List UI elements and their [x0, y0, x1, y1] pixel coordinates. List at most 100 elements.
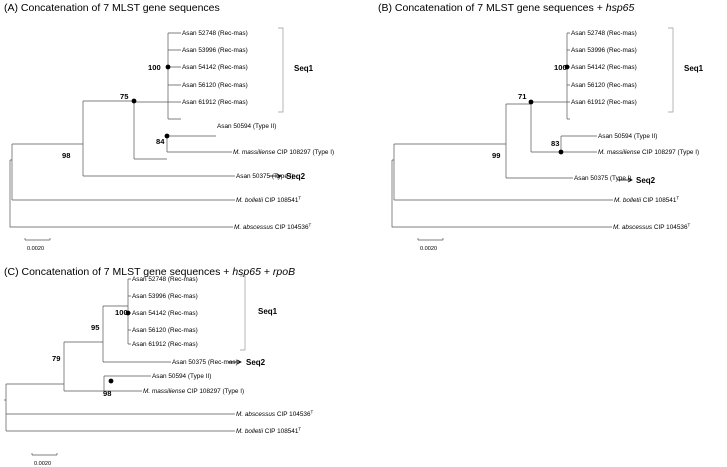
panel-c-title-join: +: [260, 266, 273, 278]
panel-b-seq1-label: Seq1: [684, 64, 704, 73]
panel-c-bootstrap-95: 95: [91, 323, 100, 332]
panel-a-leaf: Asan 50594 (Type II): [217, 123, 276, 130]
panel-a-title-text: (A) Concatenation of 7 MLST gene sequenc…: [4, 2, 220, 14]
panel-a-title: (A) Concatenation of 7 MLST gene sequenc…: [4, 2, 220, 14]
panel-c-seq1-label: Seq1: [258, 307, 278, 316]
panel-c-type-strain-sup: T: [298, 427, 301, 432]
panel-a-bootstrap-84: 84: [156, 137, 165, 146]
panel-c-species-name: M. abscessus: [236, 411, 276, 418]
panel-c-title-gene-2: rpoB: [272, 266, 296, 278]
panel-a-type-strain-sup: T: [309, 223, 312, 228]
panel-b-title-text: (B) Concatenation of 7 MLST gene sequenc…: [378, 2, 606, 14]
panel-c-bootstrap-100: 100: [115, 308, 128, 317]
panel-a-species-name: M. bolletii: [236, 197, 264, 204]
panel-a-species-name: M. massiliense: [233, 149, 276, 156]
panel-b-seq2-label: Seq2: [636, 176, 656, 185]
panel-c-leaf: Asan 50375 (Rec-mas): [172, 359, 238, 366]
panel-b-species-name: M. abscessus: [613, 224, 653, 231]
panel-a-leaf: M. abscessus CIP 104536T: [234, 223, 312, 232]
panel-c-title-text: (C) Concatenation of 7 MLST gene sequenc…: [4, 266, 233, 278]
panel-a-scale-bar: [24, 238, 51, 241]
panel-a-leaf: Asan 56120 (Rec-mas): [182, 82, 248, 89]
panel-b-bootstrap-71: 71: [518, 92, 527, 101]
panel-b-bootstrap-83: 83: [551, 139, 559, 148]
panel-a-branch: [10, 32, 235, 201]
panel-c-strain-label: CIP 108541: [263, 428, 299, 435]
panel-c-leaf: M. abscessus CIP 104536T: [236, 410, 314, 419]
panel-a-bootstrap-100: 100: [148, 63, 161, 72]
panel-b-strain-label: CIP 104536: [652, 224, 688, 231]
panel-a-strain-label: CIP 108541: [263, 197, 299, 204]
panel-a-leaf: M. massiliense CIP 108297 (Type I): [233, 149, 334, 156]
panel-a-species-name: M. abscessus: [234, 224, 274, 231]
panel-b-leaf: Asan 56120 (Rec-mas): [571, 82, 637, 89]
panel-b-leaf: M. bolletii CIP 108541T: [614, 196, 679, 205]
panel-c-node-dot: [108, 378, 114, 384]
panel-b-leaf: Asan 61912 (Rec-mas): [571, 99, 637, 106]
panel-a-bootstrap-98: 98: [62, 151, 70, 160]
panel-a-bootstrap-75: 75: [120, 92, 129, 101]
panel-b-bootstrap-99: 99: [492, 151, 500, 160]
panel-b-leaf: Asan 52748 (Rec-mas): [571, 30, 637, 37]
panel-c-leaf: Asan 54142 (Rec-mas): [132, 310, 198, 317]
panel-a-scale-label: 0.0020: [27, 246, 44, 252]
panel-c-leaf: Asan 61912 (Rec-mas): [132, 341, 198, 348]
panel-c-scale-bar: [31, 453, 58, 456]
panel-b-leaf: Asan 50375 (Type I): [574, 175, 632, 182]
panel-c-seq2-label: Seq2: [246, 358, 266, 367]
panel-a-seq2-arrowhead: [276, 173, 282, 179]
panel-c-seq1-bracket: [240, 275, 246, 351]
panel-b-strain-label: CIP 108541: [641, 197, 677, 204]
panel-c-leaf: Asan 52748 (Rec-mas): [132, 276, 198, 283]
panel-c-species-name: M. bolletii: [236, 428, 264, 435]
panel-b-bootstrap-100: 100: [554, 63, 567, 72]
panel-b-leaf: Asan 50594 (Type II): [598, 133, 657, 140]
panel-c-strain-label: CIP 104536: [275, 411, 311, 418]
panel-c-title-gene-1: hsp65: [232, 266, 261, 278]
panel-a-leaf: Asan 61912 (Rec-mas): [182, 99, 248, 106]
panel-a-branch: [9, 160, 233, 228]
panel-c-node-dot: [125, 310, 131, 316]
panel-a-node-dot: [164, 133, 170, 139]
panel-c-scale-label: 0.0020: [34, 461, 51, 467]
panel-b-leaf: Asan 53996 (Rec-mas): [571, 47, 637, 54]
panel-c-seq2-arrowhead: [236, 359, 242, 365]
panel-b-species-name: M. bolletii: [614, 197, 642, 204]
panel-a-seq1-bracket: [278, 27, 284, 113]
panel-b-node-dot: [558, 149, 564, 155]
panel-c-title: (C) Concatenation of 7 MLST gene sequenc…: [4, 266, 295, 278]
panel-b-scale-bar: [417, 238, 444, 241]
panel-b-species-name: M. massiliense: [598, 149, 641, 156]
panel-c-bootstrap-98: 98: [103, 389, 111, 398]
panel-b-seq2-arrowhead: [627, 177, 633, 183]
panel-a-strain-label: CIP 108297 (Type I): [275, 149, 334, 156]
panel-b-node-dot: [564, 64, 570, 70]
panel-c-strain-label: CIP 108297 (Type I): [185, 388, 244, 395]
panel-c-branch: [4, 278, 235, 432]
panel-a-tree: 100 75 84 98 Asan 52748 (Rec-mas) Asan 5…: [9, 27, 334, 252]
panel-a-leaf: Asan 54142 (Rec-mas): [182, 64, 248, 71]
panel-b-type-strain-sup: T: [676, 196, 679, 201]
panel-b-branch: [391, 160, 612, 228]
panel-c-type-strain-sup: T: [311, 410, 314, 415]
panel-c-leaf: M. bolletii CIP 108541T: [236, 427, 301, 436]
panel-b-leaf: Asan 54142 (Rec-mas): [571, 64, 637, 71]
panel-b-scale-label: 0.0020: [420, 246, 437, 252]
panel-c-bootstrap-79: 79: [52, 354, 60, 363]
panel-a-node-dot: [165, 64, 171, 70]
panel-b-seq1-bracket: [668, 27, 674, 113]
panel-b-leaf: M. abscessus CIP 104536T: [613, 223, 691, 232]
panel-c-leaf: Asan 56120 (Rec-mas): [132, 327, 198, 334]
panel-b-leaf: M. massiliense CIP 108297 (Type I): [598, 149, 699, 156]
panel-a-leaf: M. bolletii CIP 108541T: [236, 196, 301, 205]
panel-a-type-strain-sup: T: [298, 196, 301, 201]
panel-b-title-gene: hsp65: [605, 2, 635, 14]
panel-b-title: (B) Concatenation of 7 MLST gene sequenc…: [378, 2, 634, 14]
panel-a-seq2-label: Seq2: [286, 172, 306, 181]
panel-a-strain-label: CIP 104536: [273, 224, 309, 231]
panel-c-leaf: M. massiliense CIP 108297 (Type I): [143, 388, 244, 395]
panel-a-leaf: Asan 53996 (Rec-mas): [182, 47, 248, 54]
panel-a-leaf: Asan 50375 (Type I): [236, 173, 294, 180]
panel-a-seq1-label: Seq1: [294, 64, 314, 73]
